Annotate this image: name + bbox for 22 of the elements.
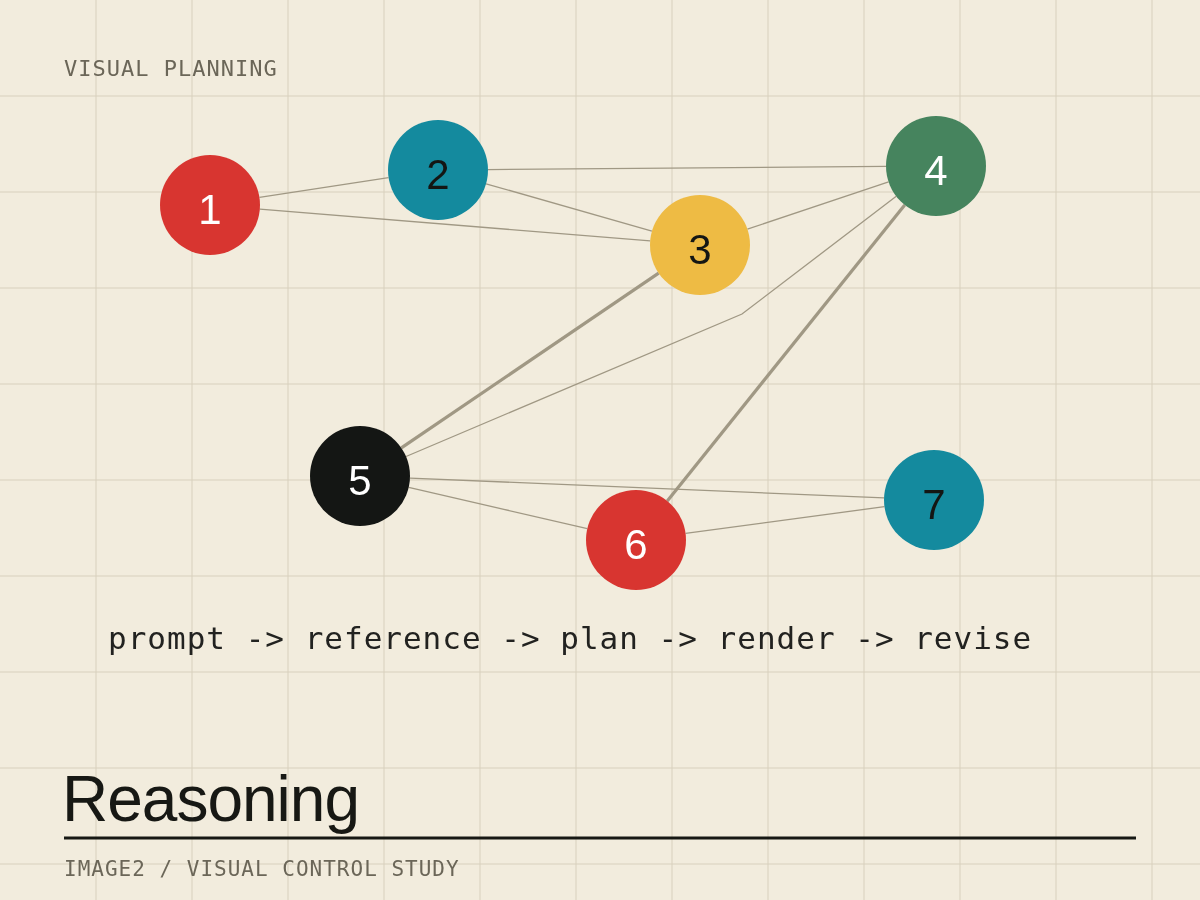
connector-line: [258, 176, 390, 199]
connector-line: [684, 506, 886, 534]
connector-line: [409, 477, 885, 499]
connector-line: [666, 204, 906, 502]
node-number: 6: [624, 524, 648, 566]
connector-line: [400, 271, 660, 450]
connector-line: [487, 165, 887, 171]
connector-line: [259, 208, 651, 242]
node-number: 3: [688, 229, 712, 271]
section-heading: VISUAL PLANNING: [64, 56, 278, 81]
flow-text: prompt -> reference -> plan -> render -> revise: [108, 620, 1033, 656]
title: Reasoning: [62, 762, 359, 836]
connector-line: [408, 486, 588, 530]
footer-text: IMAGE2 / VISUAL CONTROL STUDY: [64, 857, 460, 881]
node-number: 5: [348, 460, 372, 502]
connector-line: [746, 181, 890, 230]
connector-line: [485, 183, 653, 232]
node-number: 2: [426, 154, 450, 196]
node-number: 1: [198, 189, 222, 231]
node-number: 4: [924, 150, 948, 192]
node-number: 7: [922, 484, 946, 526]
connector-line: [405, 195, 897, 458]
